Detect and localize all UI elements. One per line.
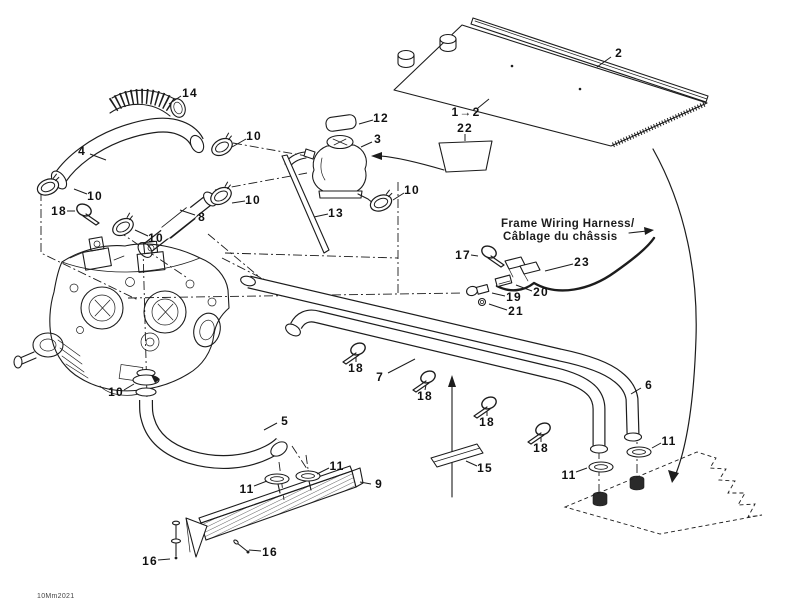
- hose-part-4: [50, 117, 205, 190]
- screw-part-16: [233, 539, 250, 554]
- doc-code: 10Mm2021: [37, 593, 74, 600]
- tube-part-7: [285, 309, 609, 454]
- carburetor: [82, 247, 112, 271]
- clamp-part-10: [207, 131, 239, 160]
- callouts: 14 4 10 10 18 8 10 10 12 3 10 13 2 1→2 2…: [51, 46, 676, 568]
- connector-part-20: [494, 274, 513, 288]
- callout-9: 9: [375, 477, 383, 491]
- cylinder-dome: [80, 286, 124, 330]
- callout-10: 10: [246, 129, 262, 143]
- harness-note-line2: Câblage du châssis: [503, 231, 618, 243]
- callout-15: 15: [477, 461, 493, 475]
- washer-part-11: [588, 461, 614, 473]
- callout-11: 11: [239, 482, 254, 496]
- engine-assembly: [13, 236, 230, 396]
- callout-2: 2: [615, 46, 623, 60]
- strip-part-15: [430, 443, 484, 468]
- pad-pointer-arrow: [371, 152, 445, 171]
- callout-17: 17: [455, 248, 471, 262]
- harness-note-line1: Frame Wiring Harness/: [501, 218, 635, 230]
- callout-18: 18: [51, 204, 67, 218]
- reservoir-part-3: [284, 114, 375, 205]
- callout-10: 10: [87, 189, 103, 203]
- callout-12: 12: [373, 111, 389, 125]
- reservoir-cap-part-12: [325, 114, 357, 132]
- callout-10: 10: [245, 193, 261, 207]
- callout-10: 10: [148, 231, 164, 245]
- cable-tie-part-17: [479, 243, 505, 268]
- callout-22: 22: [457, 121, 473, 135]
- clamp-part-10: [108, 211, 140, 240]
- pad-part-22: [438, 140, 493, 173]
- hull-outline: [563, 451, 763, 535]
- callout-11: 11: [329, 459, 344, 473]
- callout-7: 7: [376, 370, 384, 384]
- reservoir-nipple: [303, 148, 316, 160]
- callout-18: 18: [533, 441, 549, 455]
- rod-part-13: [281, 154, 330, 254]
- routing-arrow: [652, 148, 697, 483]
- callout-4: 4: [78, 144, 86, 158]
- leader-lines: [67, 56, 662, 561]
- callout-18: 18: [348, 361, 364, 375]
- callout-16: 16: [262, 545, 278, 559]
- nut-part-21: [477, 297, 487, 307]
- callout-18: 18: [417, 389, 433, 403]
- hose-part-5: [139, 399, 288, 470]
- callout-3: 3: [374, 132, 382, 146]
- callout-10: 10: [108, 385, 124, 399]
- sensor-part-19: [466, 283, 490, 297]
- callout-10: 10: [404, 183, 420, 197]
- panel-cap: [397, 49, 415, 69]
- up-arrow: [448, 375, 456, 498]
- cylinder-dome: [143, 290, 187, 334]
- screw-part-16: [170, 520, 182, 560]
- callout-16: 16: [142, 554, 158, 568]
- callout-21: 21: [508, 304, 524, 318]
- callout-14: 14: [182, 86, 198, 100]
- tube-part-6: [240, 275, 643, 442]
- harness-note: Frame Wiring Harness/ Câblage du châssis: [501, 218, 635, 243]
- callout-5: 5: [281, 414, 289, 428]
- harness-part-23: [495, 236, 656, 292]
- washer-part-11: [626, 446, 652, 458]
- washer-part-11: [264, 473, 290, 494]
- panel-rail: [470, 17, 709, 103]
- callout-6: 6: [645, 378, 653, 392]
- callout-13: 13: [328, 206, 344, 220]
- callout-11: 11: [661, 434, 676, 448]
- engine-pulley: [32, 332, 64, 358]
- grommet: [592, 475, 645, 507]
- callout-18: 18: [479, 415, 495, 429]
- callout-23: 23: [574, 255, 590, 269]
- panel-cap: [439, 33, 457, 53]
- engine-outlet: [132, 368, 160, 397]
- cable-tie-part-18: [74, 201, 100, 226]
- callout-20: 20: [533, 285, 549, 299]
- callout-19: 19: [506, 290, 522, 304]
- washer-part-11: [295, 470, 321, 491]
- callout-11: 11: [561, 468, 576, 482]
- radiator-end-prism: [185, 517, 208, 558]
- harness-note-arrow: [628, 227, 654, 235]
- panel-part-2: [393, 17, 709, 148]
- engine-fins: [57, 339, 89, 379]
- callout-8: 8: [198, 210, 206, 224]
- callout-1-2: 1→2: [452, 105, 481, 119]
- clamp-part-10: [366, 188, 398, 215]
- corrugated-hose-part-14: [108, 88, 186, 118]
